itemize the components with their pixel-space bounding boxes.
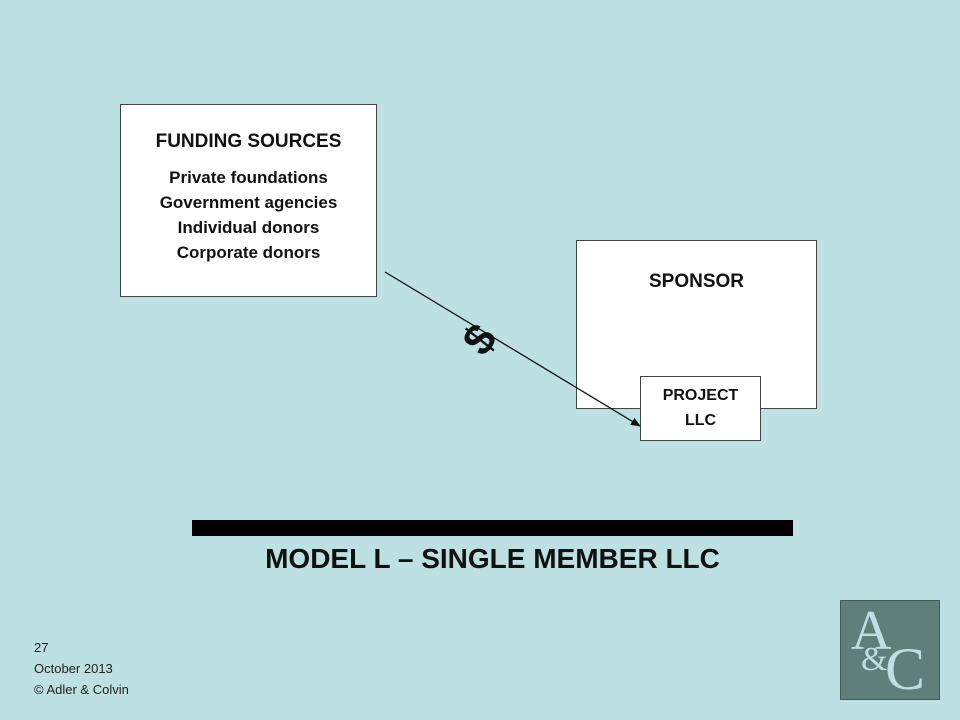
- funding-source-item: Corporate donors: [176, 243, 321, 262]
- slide-footer: 27 October 2013 © Adler & Colvin: [34, 637, 129, 700]
- project-llc-box: PROJECT LLC: [640, 376, 761, 441]
- funding-source-item: Private foundations: [169, 168, 328, 187]
- project-llc-label-line1: PROJECT: [662, 387, 739, 404]
- page-number: 27: [34, 640, 49, 655]
- funding-sources-title: FUNDING SOURCES: [155, 131, 342, 152]
- project-llc-label-line2: LLC: [684, 412, 717, 429]
- footer-date: October 2013: [34, 661, 113, 676]
- title-divider-bar: [192, 520, 793, 536]
- footer-copyright: © Adler & Colvin: [34, 682, 129, 697]
- funding-sources-box: FUNDING SOURCES Private foundations Gove…: [120, 104, 377, 297]
- logo-letter-c: C: [885, 636, 926, 700]
- logo-ampersand: &: [861, 641, 888, 678]
- funding-source-item: Individual donors: [177, 218, 320, 237]
- logo-letter-a: A: [851, 600, 892, 662]
- funding-source-item: Government agencies: [159, 193, 338, 212]
- adler-colvin-logo: A & C: [840, 600, 940, 700]
- slide-title: MODEL L – SINGLE MEMBER LLC: [265, 543, 720, 574]
- sponsor-title: SPONSOR: [648, 271, 745, 292]
- arrow-line: [384, 271, 641, 427]
- funding-sources-list: Private foundations Government agencies …: [121, 165, 376, 265]
